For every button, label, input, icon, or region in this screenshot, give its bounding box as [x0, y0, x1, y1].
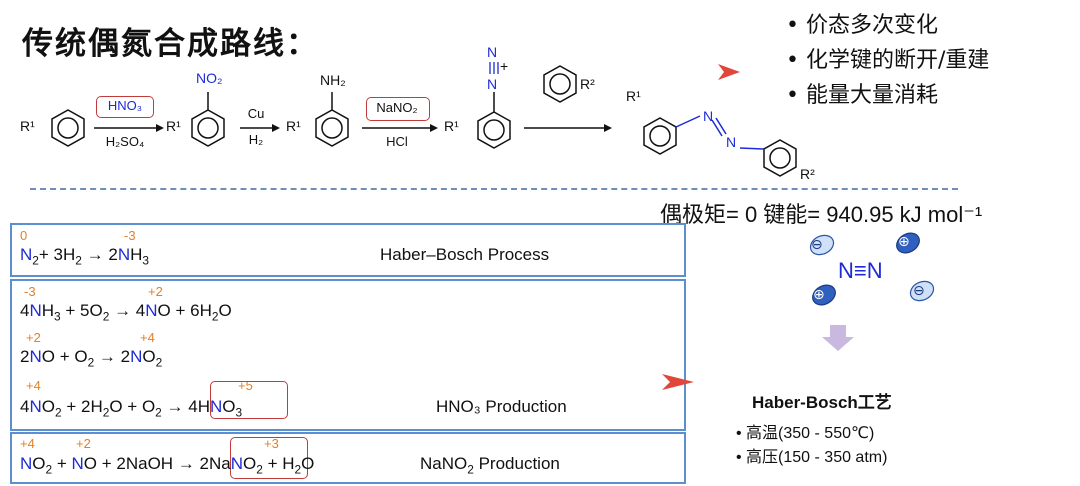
ox-state-2b: +4 — [140, 330, 155, 345]
benzene-ring-5 — [543, 65, 577, 103]
azo-ring-right — [763, 139, 797, 177]
azo-ring-left — [643, 117, 677, 155]
haber-conditions: 高温(350 - 550℃) 高压(150 - 350 atm) — [736, 422, 887, 470]
r1-label-4: R¹ — [444, 118, 459, 134]
benzene-ring-3-inner — [321, 117, 343, 139]
n2-properties: 偶极矩= 0 键能= 940.95 kJ mol⁻¹ — [660, 202, 983, 227]
equation-no-oxidation: 2NO + O2 → 2NO2 — [20, 347, 163, 370]
reagent-cu: Cu — [247, 106, 265, 121]
benzene-ring-2-inner — [197, 117, 219, 139]
equation-nano2: NO2 + NO + 2NaOH → 2NaNO2 + H2O — [20, 454, 315, 477]
reagent-h2so4: H₂SO₄ — [105, 134, 145, 149]
r1-label-1: R¹ — [20, 118, 35, 134]
bullet-bond: 化学键的断开/重建 — [786, 43, 989, 78]
nh2-group: NH₂ — [320, 72, 346, 88]
ox-state-1b: +2 — [148, 284, 163, 299]
r2-label-1: R² — [580, 76, 595, 92]
ox-state-3b: +5 — [238, 378, 253, 393]
box-hno3-production: -3 +2 4NH3 + 5O2 → 4NO + 6H2O +2 +4 2NO … — [10, 279, 686, 431]
reagent-nano2: NaNO₂ — [364, 97, 430, 121]
ox-state-4c: +3 — [264, 436, 279, 451]
benzene-ring-3 — [315, 109, 349, 147]
bullet-energy: 能量大量消耗 — [786, 78, 989, 113]
process-haber: Haber–Bosch Process — [380, 245, 550, 264]
diazonium-n-bottom: N — [487, 76, 498, 92]
plus-charge-2: ⊕ — [813, 286, 825, 302]
section-divider — [30, 188, 958, 190]
box-haber-bosch: 0 -3 N2+ 3H2 → 2NH3 Haber–Bosch Process — [10, 223, 686, 277]
process-hno3: HNO₃ Production — [436, 397, 567, 416]
highlight-hno3 — [210, 381, 288, 419]
azo-n-1: N — [703, 108, 714, 124]
ox-state-n2: 0 — [20, 228, 28, 243]
benzene-ring-5-inner — [549, 73, 571, 95]
n2-formula: N≡N — [838, 258, 883, 283]
key-points: 价态多次变化 化学键的断开/重建 能量大量消耗 — [786, 8, 989, 113]
down-arrow — [822, 325, 854, 351]
arrow-to-bullets — [718, 64, 740, 80]
benzene-ring-4 — [477, 111, 511, 149]
process-nano2: NaNO2 Production — [420, 454, 560, 477]
box-nano2-production: +4 +2 +3 NO2 + NO + 2NaOH → 2NaNO2 + H2O… — [10, 432, 686, 484]
ox-state-nh3: -3 — [124, 228, 136, 243]
reagent-hno3: HNO₃ — [94, 96, 156, 118]
equation-haber: N2+ 3H2 → 2NH3 — [20, 245, 150, 268]
benzene-ring-2 — [191, 109, 225, 147]
equation-hno3: 4NO2 + 2H2O + O2 → 4HNO3 — [20, 397, 243, 420]
no2-group: NO₂ — [196, 70, 223, 86]
equation-ammonia-oxidation: 4NH3 + 5O2 → 4NO + 6H2O — [20, 301, 232, 324]
haber-title: Haber-Bosch工艺 — [752, 393, 892, 412]
benzene-ring-4-inner — [483, 119, 505, 141]
ox-state-1a: -3 — [24, 284, 36, 299]
arrow-to-haber — [662, 374, 694, 390]
ox-state-4a: +4 — [20, 436, 35, 451]
page-title: 传统偶氮合成路线： — [22, 26, 319, 62]
r2-label-2: R² — [800, 166, 815, 182]
benzene-ring-1-inner — [57, 117, 79, 139]
condition-temperature: 高温(350 - 550℃) — [736, 422, 887, 446]
ox-state-3a: +4 — [26, 378, 41, 393]
azo-n-2: N — [726, 134, 737, 150]
highlight-nano2 — [230, 437, 308, 479]
bullet-valence: 价态多次变化 — [786, 8, 989, 43]
condition-pressure: 高压(150 - 350 atm) — [736, 446, 887, 470]
reagent-h2: H₂ — [248, 132, 264, 147]
ox-state-2a: +2 — [26, 330, 41, 345]
r1-label-2: R¹ — [166, 118, 181, 134]
diazonium-n-top: N — [487, 44, 498, 60]
azo-synthesis-scheme — [51, 62, 797, 177]
benzene-ring-1 — [51, 109, 85, 147]
r1-label-3: R¹ — [286, 118, 301, 134]
r1-label-5: R¹ — [626, 88, 641, 104]
n2-molecule — [809, 232, 935, 351]
reagent-hcl: HCl — [386, 134, 408, 149]
plus-charge-1: ⊕ — [898, 233, 910, 249]
minus-charge-1: ⊖ — [811, 236, 823, 252]
ox-state-4b: +2 — [76, 436, 91, 451]
minus-charge-2: ⊖ — [913, 282, 925, 298]
diazonium-plus: + — [500, 58, 509, 74]
